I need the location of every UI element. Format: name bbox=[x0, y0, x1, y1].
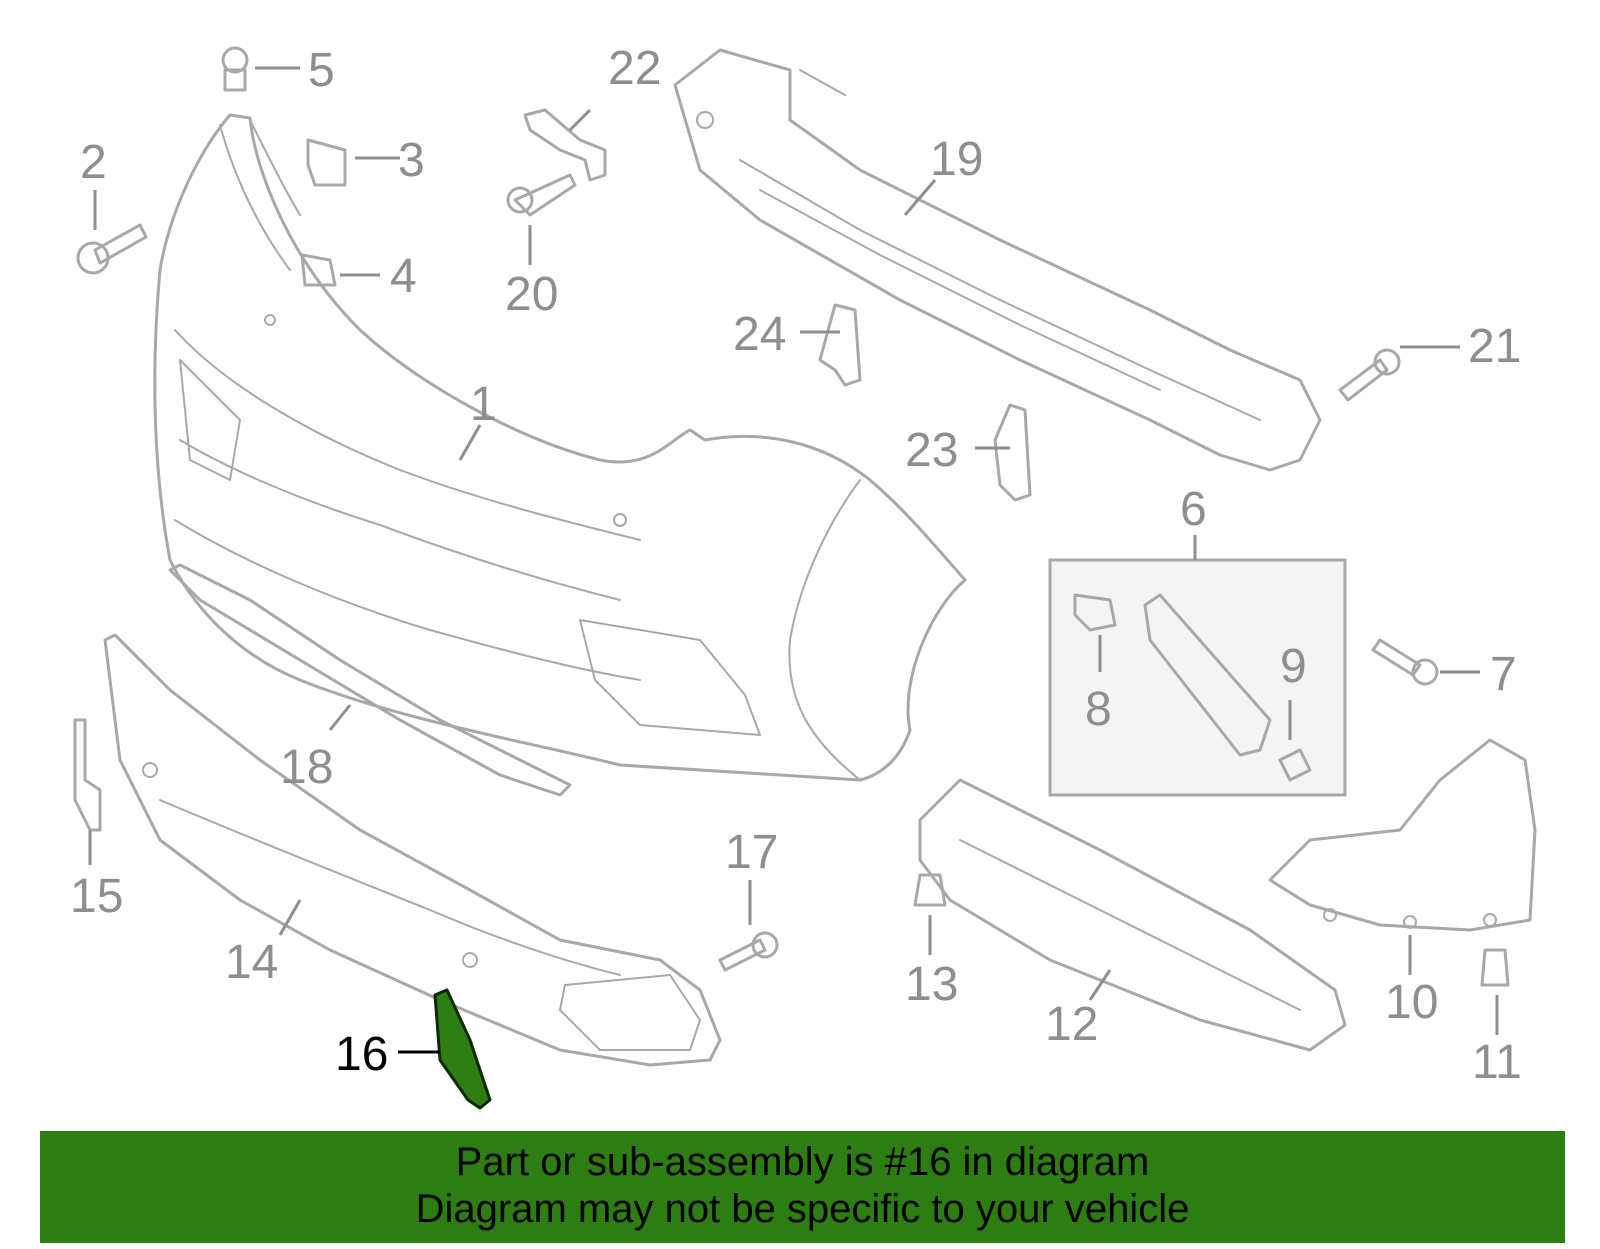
callout-4: 4 bbox=[390, 250, 417, 303]
part-12-undercover bbox=[918, 778, 1347, 1052]
callout-17: 17 bbox=[725, 826, 778, 879]
callout-7: 7 bbox=[1490, 648, 1517, 701]
callout-15: 15 bbox=[70, 870, 123, 923]
callout-24: 24 bbox=[733, 308, 786, 361]
part-15-bracket bbox=[73, 718, 102, 832]
part-2-bolt bbox=[76, 223, 148, 275]
callout-12: 12 bbox=[1045, 998, 1098, 1051]
part-14-lower-valance bbox=[103, 633, 722, 1067]
callout-23: 23 bbox=[905, 424, 958, 477]
part-3-clip bbox=[306, 138, 347, 187]
part-10-splash-shield bbox=[1268, 738, 1537, 932]
callout-21: 21 bbox=[1468, 320, 1521, 373]
part-11-clip bbox=[1480, 948, 1510, 987]
leader-arrows bbox=[88, 66, 1499, 1054]
part-5-bolt bbox=[221, 46, 249, 92]
part-23-bracket bbox=[993, 403, 1032, 502]
callout-19: 19 bbox=[930, 133, 983, 186]
part-18-molding-strip bbox=[168, 563, 572, 797]
callout-13: 13 bbox=[905, 958, 958, 1011]
callout-8: 8 bbox=[1085, 683, 1112, 736]
callout-18: 18 bbox=[280, 741, 333, 794]
part-21-bolt bbox=[1338, 348, 1401, 402]
part-20-bolt bbox=[506, 173, 577, 217]
callout-1: 1 bbox=[470, 378, 497, 431]
part-13-clip bbox=[913, 873, 947, 907]
banner-line-2: Diagram may not be specific to your vehi… bbox=[415, 1187, 1190, 1231]
part-24-bracket bbox=[818, 303, 862, 387]
part-4-clip bbox=[300, 253, 337, 287]
callout-22: 22 bbox=[608, 42, 661, 95]
callout-3: 3 bbox=[398, 134, 425, 187]
callout-2: 2 bbox=[80, 136, 107, 189]
callout-20: 20 bbox=[505, 268, 558, 321]
callout-5: 5 bbox=[308, 44, 335, 97]
part-17-bolt bbox=[718, 931, 779, 972]
callout-10: 10 bbox=[1385, 976, 1438, 1029]
banner-line-1: Part or sub-assembly is #16 in diagram bbox=[455, 1140, 1150, 1184]
part-22-bracket bbox=[523, 108, 607, 182]
callout-14: 14 bbox=[225, 936, 278, 989]
callout-labels: 5 2 3 4 22 20 19 24 23 21 1 6 8 9 7 10 1… bbox=[70, 42, 1522, 1089]
callout-6: 6 bbox=[1180, 483, 1207, 536]
info-banner: Part or sub-assembly is #16 in diagram D… bbox=[40, 1131, 1565, 1243]
part-6-bracket-kit bbox=[1048, 558, 1347, 797]
callout-16: 16 bbox=[335, 1028, 388, 1081]
part-19-reinforcement-beam bbox=[673, 48, 1322, 472]
callout-11: 11 bbox=[1472, 1036, 1522, 1089]
part-16-reflector bbox=[433, 988, 492, 1110]
part-1-bumper-cover bbox=[153, 113, 967, 782]
part-7-bolt bbox=[1371, 638, 1439, 686]
callout-9: 9 bbox=[1280, 640, 1307, 693]
